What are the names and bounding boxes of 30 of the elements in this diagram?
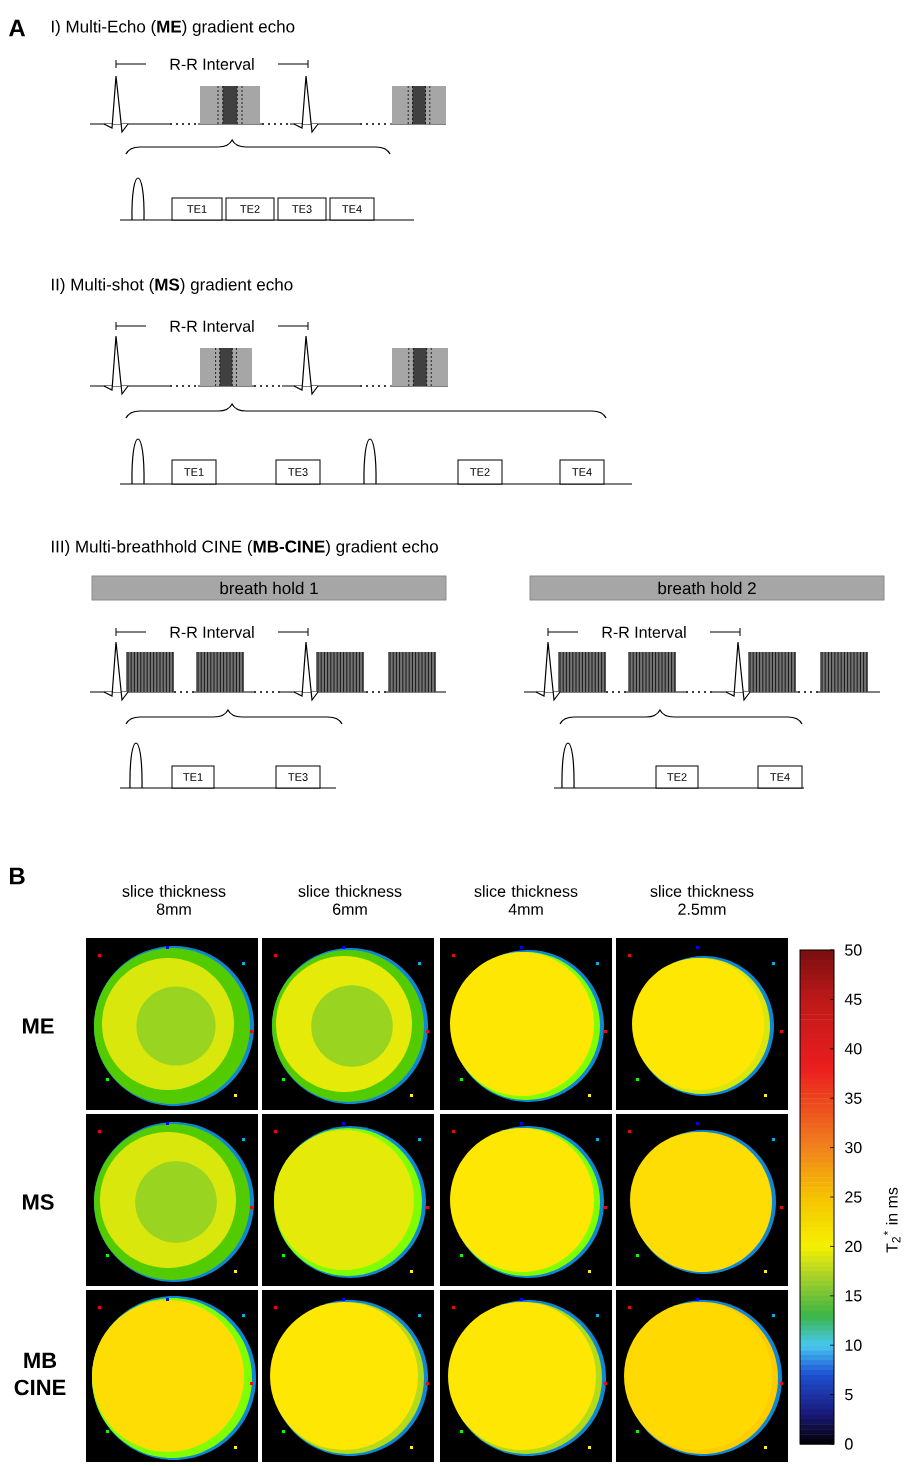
section-title: II) Multi-shot (MS) gradient echo (51, 278, 293, 294)
tick-label: 25 (845, 1191, 862, 1203)
panel-letter: A (9, 19, 26, 37)
section-title: III) Multi-breathhold CINE (MB-CINE) gradient echo (51, 540, 438, 556)
column-header: slice thickness 8mm (122, 885, 226, 915)
section-title: I) Multi-Echo (ME) gradient echo (51, 20, 295, 36)
tick-label: 15 (845, 1290, 862, 1302)
row-label: MB CINE (14, 1352, 66, 1396)
interval-label: R-R Interval (170, 320, 254, 332)
tick-label: 40 (844, 1043, 862, 1055)
tick-label: 0 (845, 1438, 853, 1450)
interval-label: R-R Interval (602, 626, 686, 638)
column-header: slice thickness 2.5mm (650, 885, 754, 915)
tick-label: 30 (845, 1141, 862, 1154)
breath-hold-bar: breath hold 1 (91, 575, 447, 601)
tick-label: 50 (845, 944, 862, 956)
column-header: slice thickness 6mm (298, 885, 402, 915)
tick-label: 5 (845, 1389, 853, 1401)
breath-hold-bar: breath hold 2 (529, 575, 885, 601)
tick-label: 20 (845, 1240, 862, 1253)
interval-label: R-R Interval (170, 626, 254, 638)
tick-label: 35 (845, 1092, 862, 1104)
interval-label: R-R Interval (170, 58, 254, 70)
axis-title: T$_{2}$$^{*}$ in ms (883, 1187, 901, 1253)
row-label: MS (22, 1194, 54, 1210)
tick-label: 10 (845, 1339, 862, 1351)
row-label: ME (22, 1018, 54, 1034)
tick-label: 45 (844, 993, 862, 1005)
panel-letter: B (10, 867, 25, 885)
column-header: slice thickness 4mm (474, 885, 578, 915)
